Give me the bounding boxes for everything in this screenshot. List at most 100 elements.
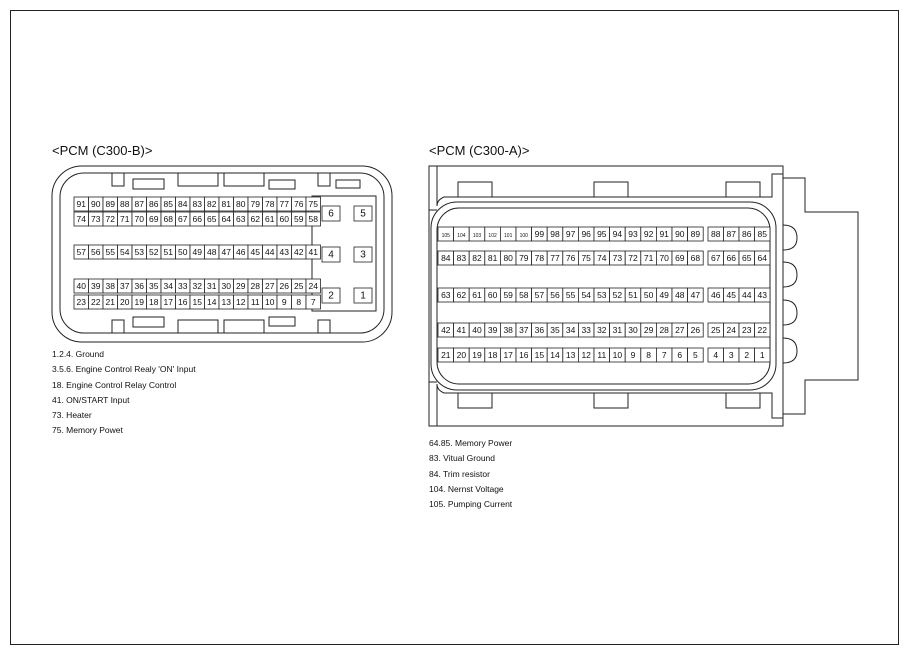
pin-label: 90 — [675, 229, 685, 239]
pin-label: 61 — [265, 214, 275, 224]
pin-80: 80 — [499, 250, 517, 266]
pin-81: 81 — [218, 196, 234, 212]
pin-89: 89 — [102, 196, 118, 212]
pin-85: 85 — [160, 196, 176, 212]
pin-26: 26 — [276, 278, 292, 294]
pin-90: 90 — [671, 226, 689, 242]
legend-item: 83. Vitual Ground — [429, 453, 495, 464]
pin-label: 57 — [77, 247, 87, 257]
pin-41: 41 — [305, 244, 321, 260]
pin-57: 57 — [531, 287, 548, 303]
pin-84: 84 — [175, 196, 191, 212]
pin-99: 99 — [531, 226, 548, 242]
pin-label: 47 — [691, 290, 701, 300]
pin-label: 64 — [222, 214, 232, 224]
legend-item: 64.85. Memory Power — [429, 438, 513, 448]
pin-label: 71 — [644, 253, 654, 263]
pin-label: 26 — [280, 281, 290, 291]
pin-label: 50 — [644, 290, 654, 300]
legend-item: 3.5.6. Engine Control Realy 'ON' Input — [52, 364, 196, 375]
legend-item: 18. Engine Control Relay Control — [52, 379, 177, 390]
pin-label: 20 — [120, 297, 130, 307]
pin-label: 27 — [265, 281, 275, 291]
pin-75: 75 — [578, 250, 595, 266]
pin-74: 74 — [593, 250, 611, 266]
pin-83: 83 — [189, 196, 205, 212]
pin-label: 59 — [503, 290, 513, 300]
pin-103: 103 — [468, 226, 486, 242]
pin-38: 38 — [102, 278, 118, 294]
pin-34: 34 — [160, 278, 176, 294]
pin-70: 70 — [131, 211, 147, 227]
pin-24: 24 — [305, 278, 321, 294]
pin-67: 67 — [707, 250, 724, 266]
pin-label: 33 — [581, 325, 591, 335]
pin-87: 87 — [723, 226, 740, 242]
pin-59: 59 — [291, 211, 307, 227]
pin-label: 69 — [675, 253, 685, 263]
pin-96: 96 — [578, 226, 595, 242]
pin-38: 38 — [499, 322, 517, 338]
pin-label: 33 — [178, 281, 188, 291]
pin-21: 21 — [437, 347, 455, 363]
pin-cell — [687, 322, 704, 338]
pin-label: 67 — [711, 253, 721, 263]
pin-46: 46 — [707, 287, 724, 303]
pin-label: 23 — [742, 325, 752, 335]
pin-58: 58 — [305, 211, 321, 227]
pin-label: 3 — [729, 350, 734, 360]
pin-23: 23 — [738, 322, 755, 338]
pin-56: 56 — [88, 244, 104, 260]
pin-label: 38 — [503, 325, 513, 335]
pin-label: 4 — [713, 350, 718, 360]
pin-40: 40 — [73, 278, 89, 294]
pin-27: 27 — [671, 322, 689, 338]
pin-19: 19 — [468, 347, 486, 363]
pin-label: 66 — [193, 214, 203, 224]
pin-label: 87 — [727, 229, 737, 239]
pin-64: 64 — [218, 211, 234, 227]
pin-73: 73 — [88, 211, 104, 227]
pin-55: 55 — [102, 244, 118, 260]
pin-16: 16 — [175, 294, 191, 310]
legend-item: 1.2.4. Ground — [52, 349, 104, 359]
pin-7: 7 — [305, 294, 321, 310]
pin-cell — [321, 205, 341, 222]
pin-label: 24 — [727, 325, 737, 335]
pin-label: 45 — [251, 247, 261, 257]
pin-48: 48 — [204, 244, 220, 260]
pin-cell — [687, 347, 704, 363]
pin-27: 27 — [262, 278, 278, 294]
drawing-frame — [10, 10, 899, 645]
pin-label: 12 — [236, 297, 246, 307]
pin-cell — [353, 287, 373, 304]
legend-item: 84. Trim resistor — [429, 468, 490, 479]
pin-74: 74 — [73, 211, 89, 227]
pin-label: 88 — [120, 199, 130, 209]
pin-104: 104 — [453, 226, 470, 242]
pin-label: 48 — [675, 290, 685, 300]
pin-label: 74 — [77, 214, 87, 224]
pin-97: 97 — [562, 226, 579, 242]
pin-label: 19 — [472, 350, 482, 360]
pin-label: 28 — [659, 325, 669, 335]
pin-label: 23 — [77, 297, 87, 307]
pin-14: 14 — [546, 347, 564, 363]
pin-label: 104 — [457, 233, 466, 239]
pin-34: 34 — [562, 322, 579, 338]
pin-label: 29 — [644, 325, 654, 335]
pin-label: 25 — [294, 281, 304, 291]
pin-label: 56 — [550, 290, 560, 300]
pin-cell — [353, 205, 373, 222]
pin-cell — [687, 287, 704, 303]
pin-10: 10 — [262, 294, 278, 310]
pin-18: 18 — [146, 294, 162, 310]
pin-label: 105 — [442, 233, 451, 239]
pin-51: 51 — [624, 287, 642, 303]
pin-label: 69 — [149, 214, 159, 224]
pin-86: 86 — [738, 226, 755, 242]
pin-33: 33 — [175, 278, 191, 294]
pin-36: 36 — [531, 322, 548, 338]
pin-cell — [754, 347, 771, 363]
pin-18: 18 — [484, 347, 501, 363]
